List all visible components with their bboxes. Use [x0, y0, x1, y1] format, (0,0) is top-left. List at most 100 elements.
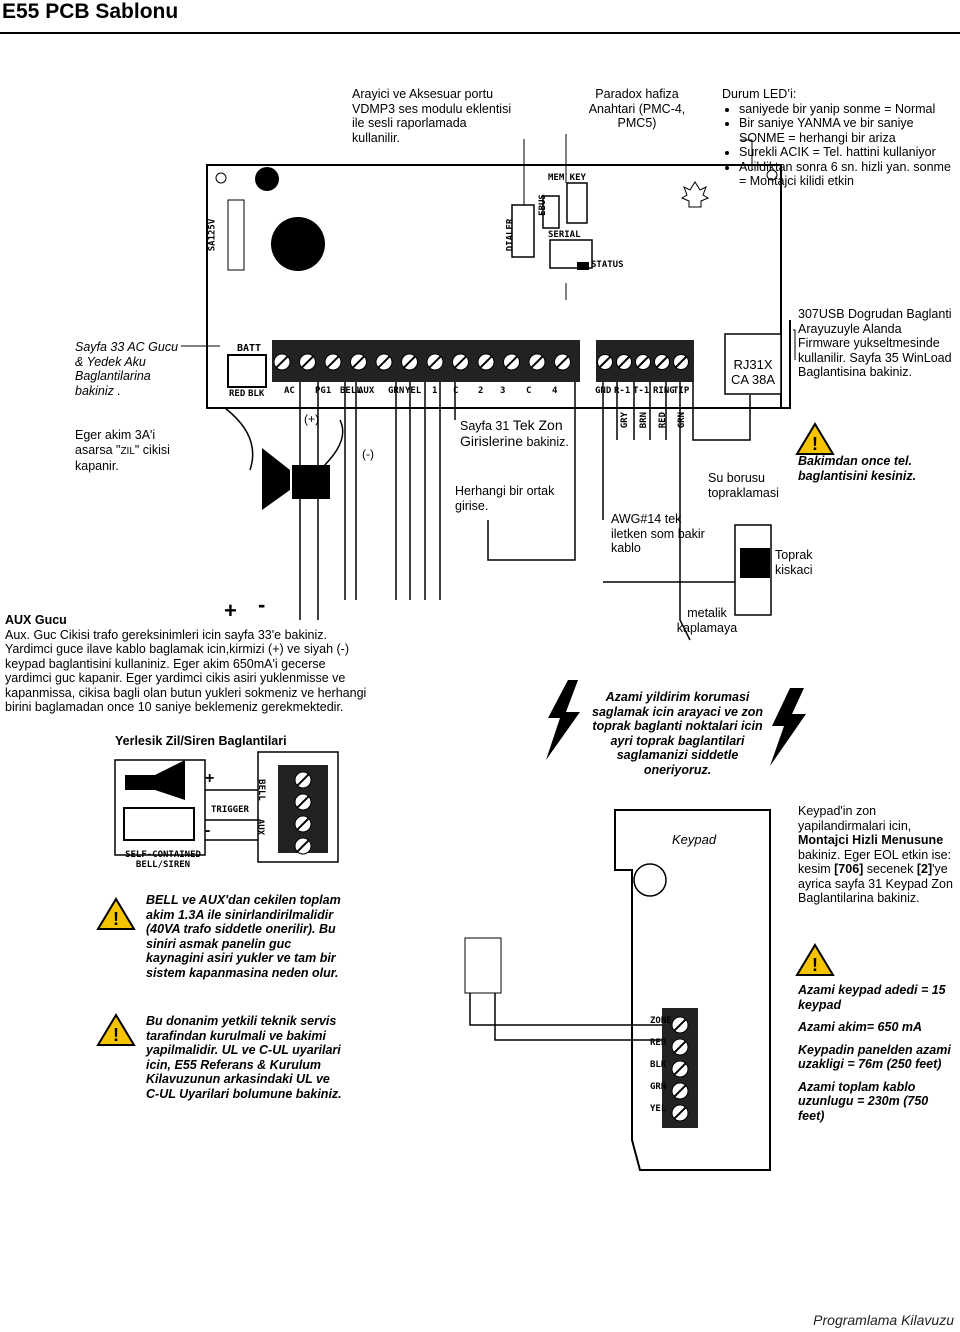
- warning-icon: [96, 897, 136, 930]
- speaker-box: [292, 465, 330, 499]
- lightning-note: Azami yildirim korumasi saglamak icin ar…: [592, 690, 763, 777]
- keypad-terminal-label: GRN: [650, 1082, 667, 1092]
- self-contained-label: SELF-CONTAINED BELL/SIREN: [115, 850, 211, 870]
- terminal-label: PG1: [315, 386, 332, 396]
- memkey-note: Paradox hafiza Anahtari (PMC-4, PMC5): [588, 87, 686, 130]
- terminal-label: TIP: [673, 386, 690, 396]
- awg-note: AWG#14 tek iletken som bakir kablo: [611, 512, 705, 555]
- red-label: RED: [229, 389, 246, 399]
- zone-note: Sayfa 31 Tek Zon Girislerine bakiniz.: [460, 418, 600, 449]
- ca38a-text: CA 38A: [730, 372, 776, 387]
- siren-bell-label: BELL: [255, 779, 266, 801]
- rj31x-box: [724, 333, 782, 395]
- clamp-note: Toprak kiskaci: [775, 548, 813, 577]
- status-label: STATUS: [591, 260, 624, 270]
- led-list: saniyede bir yanip sonme = Normal Bir sa…: [722, 102, 958, 189]
- keypad-terminal-label: BLK: [650, 1060, 667, 1070]
- board-hole-small: [255, 167, 279, 191]
- zil-note: Eger akim 3A'i asarsa "ZIL" cikisi kapan…: [75, 428, 185, 474]
- blk-label: BLK: [248, 389, 265, 399]
- siren-plus: +: [205, 770, 215, 787]
- led-item: saniyede bir yanip sonme = Normal: [739, 102, 958, 117]
- board-hole-large: [271, 217, 325, 271]
- ebus-label: EBUS: [537, 194, 548, 216]
- keypad-label: Keypad: [672, 832, 717, 847]
- ebus-connector: [542, 195, 560, 229]
- memkey-connector: [566, 182, 588, 224]
- warning-icon: [795, 422, 835, 455]
- zil-pre: Eger akim 3A'i asarsa ": [75, 428, 156, 457]
- kp-note-706: [706]: [834, 862, 864, 876]
- kp-note-mid: bakiniz. Eger EOL etkin ise: kesim: [798, 847, 952, 877]
- warning-icon-glyph: !: [812, 955, 818, 975]
- warning-icon: [96, 1013, 136, 1046]
- sa125v-label: SA125V: [207, 218, 218, 252]
- aux-power-section: AUX Gucu Aux. Guc Cikisi trafo gereksini…: [5, 613, 375, 715]
- zone-big: Tek Zon Girislerine: [460, 417, 563, 449]
- metal-note: metalik kaplamaya: [676, 606, 738, 635]
- batt-label: BATT: [237, 343, 262, 354]
- terminal-label: YEL: [405, 386, 422, 396]
- usb-note: 307USB Dogrudan Baglanti Arayuzuyle Alan…: [798, 307, 952, 379]
- led-item: Surekli ACIK = Tel. hattini kullaniyor: [739, 145, 958, 160]
- aux-body: Aux. Guc Cikisi trafo gereksinimleri ici…: [5, 627, 367, 715]
- lightning-bolt-right: [770, 688, 806, 766]
- keypad-terminal-label: RED: [650, 1038, 667, 1048]
- speaker-minus: (-): [362, 447, 374, 461]
- siren-title: Yerlesik Zil/Siren Baglantilari: [115, 734, 287, 748]
- aux-title: AUX Gucu: [5, 613, 67, 627]
- aux-minus: -: [258, 592, 266, 617]
- keypad-spec: Azami akim= 650 mA: [798, 1020, 923, 1034]
- keypad-terminal-label: YEL: [650, 1104, 667, 1114]
- keypad-spec: Azami toplam kablo uzunlugu = 230m (750 …: [798, 1079, 929, 1123]
- terminal-label: AUX: [358, 386, 375, 396]
- led-item: Bir saniye YANMA ve bir saniye SONME = h…: [739, 116, 958, 145]
- warning-icon-glyph: !: [113, 1025, 119, 1045]
- common-note: Herhangi bir ortak girise.: [455, 484, 555, 513]
- water-pipe: [740, 548, 770, 578]
- self-label-1: SELF-CONTAINED: [125, 850, 201, 860]
- zil-post: " cikisi kapanir.: [75, 442, 170, 474]
- warn-service-text: Bu donanim yetkili teknik servis tarafin…: [146, 1014, 342, 1101]
- warning-icon-glyph: !: [113, 909, 119, 929]
- terminal-label: GRN: [388, 386, 405, 396]
- keypad-note: Keypad'in zon yapilandirmalari icin, Mon…: [798, 804, 956, 906]
- terminal-label: 1: [432, 386, 438, 396]
- terminal-label: BELL: [340, 386, 362, 396]
- board-hole-right: [766, 169, 778, 181]
- dialer-connector: [511, 204, 535, 258]
- memkey-label: MEM KEY: [548, 173, 586, 183]
- keypad-terminal-label: ZONE: [650, 1016, 672, 1026]
- dialer-label: DIALER: [505, 218, 516, 252]
- trigger-label: TRIGGER: [211, 805, 249, 815]
- warning-icon-glyph: !: [812, 434, 818, 454]
- keypad-spec: Keypadin panelden azami uzakligi = 76m (…: [798, 1042, 951, 1072]
- battery-connector: [227, 354, 267, 388]
- zil-word: ZIL: [120, 445, 135, 457]
- serial-label: SERIAL: [548, 230, 581, 240]
- speaker-plus: (+): [304, 412, 319, 426]
- terminal-label: T-1: [633, 386, 650, 396]
- rj31x-label: RJ31X CA 38A: [730, 357, 776, 387]
- siren-diagram: [114, 751, 339, 863]
- warn-bell-text: BELL ve AUX'dan cekilen toplam akim 1.3A…: [146, 893, 341, 980]
- kp-note-mid2: secenek: [863, 862, 917, 876]
- led-item: Acildiktan sonra 6 sn. hizli yan. sonme …: [739, 160, 958, 189]
- title-rule: [0, 32, 960, 34]
- terminal-label: 3: [500, 386, 506, 396]
- led-title: Durum LED’i:: [722, 87, 797, 101]
- vdmp3-note: Arayici ve Aksesuar portu VDMP3 ses modu…: [352, 87, 512, 145]
- kp-note-2: [2]: [916, 862, 933, 876]
- eol-resistor: [464, 937, 502, 994]
- siren-aux-label: AUX: [255, 818, 266, 836]
- phone-wire-label: RED: [658, 412, 668, 429]
- terminal-label: GND: [595, 386, 612, 396]
- status-led: [577, 262, 589, 270]
- lightning-bolt-left: [546, 680, 580, 760]
- terminal-label: AC: [284, 386, 295, 396]
- kp-note-pre: Keypad'in zon yapilandirmalari icin,: [798, 804, 912, 833]
- page-title: E55 PCB Sablonu: [2, 0, 179, 23]
- keypad-spec: Azami keypad adedi = 15 keypad: [798, 983, 946, 1012]
- kp-note-post: 'ye ayrica sayfa 31 Keypad Zon Baglantil…: [798, 862, 953, 905]
